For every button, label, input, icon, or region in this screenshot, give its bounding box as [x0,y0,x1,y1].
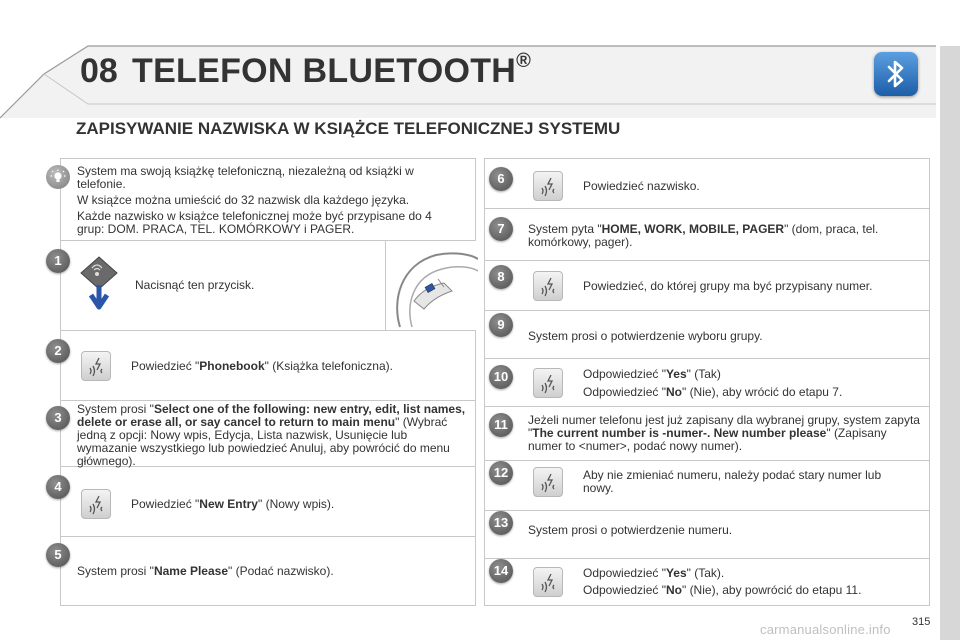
voice-command-icon [81,351,111,381]
step-text: Powiedzieć nazwisko. [583,179,700,193]
intro-paragraph-3: Każde nazwisko w książce telefonicznej m… [77,209,432,236]
step-number-badge: 5 [46,543,70,567]
step-number-badge: 7 [489,217,513,241]
step-row-8: 8 Powiedzieć, do której grupy ma być prz… [485,261,929,311]
steps-column-left: System ma swoją książkę telefoniczną, ni… [46,158,479,607]
step-row-9: 9 System prosi o potwierdzenie wyboru gr… [485,311,929,359]
step-number-badge: 10 [489,365,513,389]
step-text: System pyta "HOME, WORK, MOBILE, PAGER" … [528,222,879,249]
header-frame [0,45,936,119]
watermark: carmanualsonline.info [760,622,891,637]
step-row-14: 14 Odpowiedzieć "Yes" (Tak). Odpowiedzie… [485,559,929,607]
push-to-talk-button-icon [80,256,118,310]
steps-column-right: 6 Powiedzieć nazwisko. 7 System pyta "HO… [484,158,930,606]
step-text: Nacisnąć ten przycisk. [135,278,255,292]
step-number-badge: 13 [489,511,513,535]
step-row-1: 1 Nacisnąć ten przycisk. [46,241,479,331]
steering-wheel-icon [396,252,479,328]
step-row-13: 13 System prosi o potwierdzenie numeru. [485,511,929,559]
step-number-badge: 14 [489,559,513,583]
section-title: ZAPISYWANIE NAZWISKA W KSIĄŻCE TELEFONIC… [76,119,621,138]
page-title-text: TELEFON BLUETOOTH [132,52,517,90]
step-number-badge: 9 [489,313,513,337]
bluetooth-icon [874,52,918,96]
step-text-yes: Odpowiedzieć "Yes" (Tak). [583,566,725,580]
page-number: 315 [912,616,931,628]
step-row-11: 11 Jeżeli numer telefonu jest już zapisa… [485,407,929,461]
step-number-badge: 4 [46,475,70,499]
step-text: Powiedzieć "Phonebook" (Książka telefoni… [131,359,393,373]
step-row-3: 3 System prosi "Select one of the follow… [46,401,475,468]
step-row-12: 12 Aby nie zmieniać numeru, należy podać… [485,461,929,511]
voice-command-icon [81,489,111,519]
step-text: System prosi o potwierdzenie wyboru grup… [528,329,763,343]
step-number-badge: 8 [489,265,513,289]
step-text: Powiedzieć, do której grupy ma być przyp… [583,279,873,293]
step-text: System prosi "Select one of the followin… [77,402,466,468]
step-text: System prosi o potwierdzenie numeru. [528,523,733,537]
voice-command-icon [533,567,563,597]
step-number-badge: 2 [46,339,70,363]
step-row-4: 4 Powiedzieć "New Entry" (Nowy wpis). [46,467,475,537]
step-number-badge: 6 [489,167,513,191]
chapter-number: 08 [80,52,118,90]
step-text: Jeżeli numer telefonu jest już zapisany … [528,413,920,453]
step-row-7: 7 System pyta "HOME, WORK, MOBILE, PAGER… [485,209,929,261]
voice-command-icon [533,171,563,201]
step-text-yes: Odpowiedzieć "Yes" (Tak) [583,367,721,381]
header: 08 TELEFON BLUETOOTH® [0,0,960,120]
intro-paragraph-1: System ma swoją książkę telefoniczną, ni… [77,164,414,191]
step-text: Aby nie zmieniać numeru, należy podać st… [583,468,882,495]
step-number-badge: 1 [46,249,70,273]
intro-paragraph-2: W książce można umieścić do 32 nazwisk d… [77,193,410,207]
side-tab [940,46,960,640]
step-number-badge: 3 [46,406,70,430]
step-text-no: Odpowiedzieć "No" (Nie), aby powrócić do… [583,583,862,597]
voice-command-icon [533,368,563,398]
step-text: System prosi "Name Please" (Podać nazwis… [77,564,334,578]
step-number-badge: 12 [489,461,513,485]
intro-row: System ma swoją książkę telefoniczną, ni… [46,159,475,241]
step-text-no: Odpowiedzieć "No" (Nie), aby wrócić do e… [583,385,843,399]
steering-wheel-illustration [385,241,479,330]
step-row-5: 5 System prosi "Name Please" (Podać nazw… [46,537,475,607]
voice-command-icon [533,467,563,497]
step-row-10: 10 Odpowiedzieć "Yes" (Tak) Odpowiedzieć… [485,359,929,407]
light-bulb-icon [46,165,70,189]
step-row-2: 2 Powiedzieć "Phonebook" (Książka telefo… [46,331,475,401]
step-number-badge: 11 [489,413,513,437]
step-row-6: 6 Powiedzieć nazwisko. [485,159,929,209]
page-title: TELEFON BLUETOOTH® [132,50,532,91]
step-text: Powiedzieć "New Entry" (Nowy wpis). [131,497,335,511]
registered-mark: ® [516,50,532,72]
voice-command-icon [533,271,563,301]
